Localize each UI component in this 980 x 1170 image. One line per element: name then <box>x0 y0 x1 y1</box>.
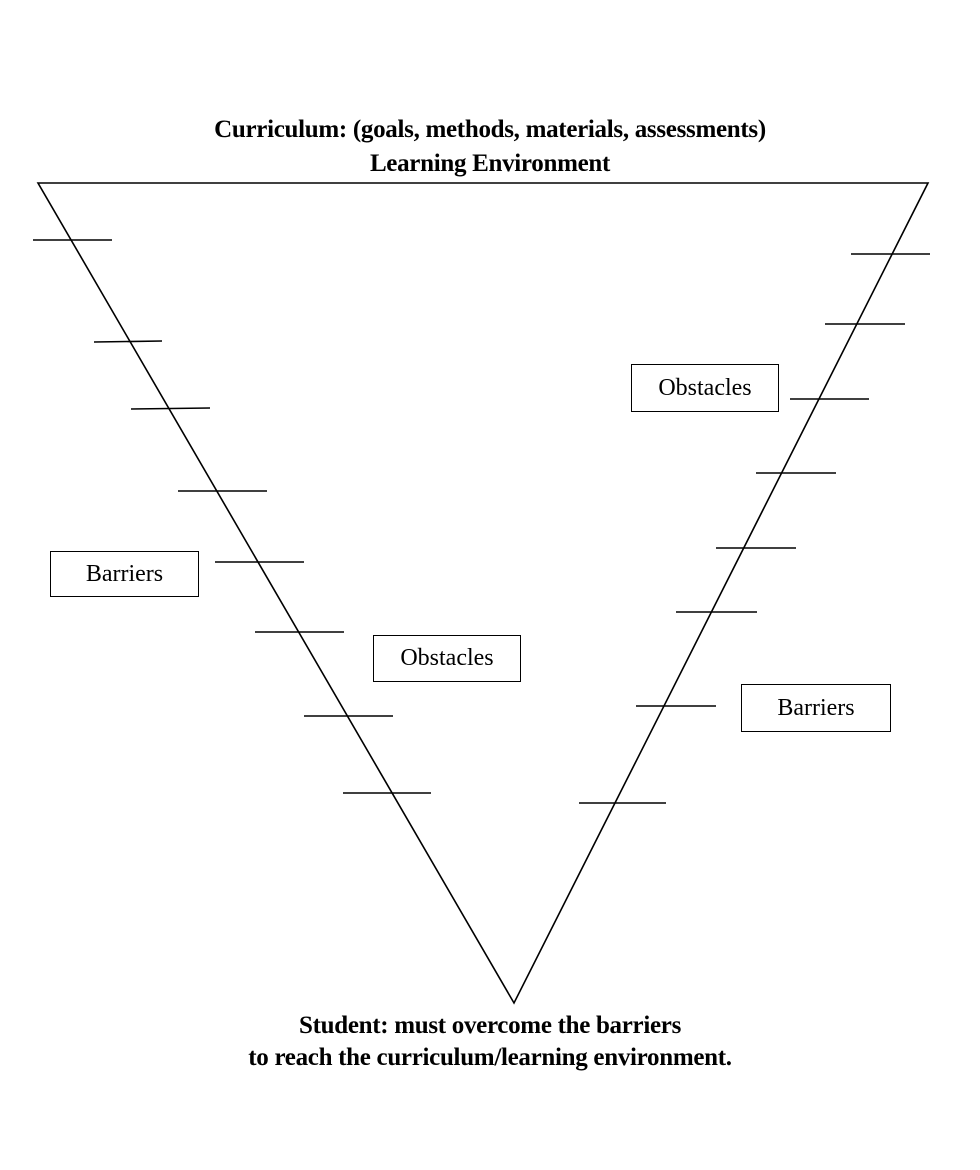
curriculum-title: Curriculum: (goals, methods, materials, … <box>214 116 766 143</box>
barriers-label-left: Barriers <box>50 551 199 597</box>
obstacles-label-center: Obstacles <box>373 635 521 682</box>
student-caption-line2: to reach the curriculum/learning environ… <box>248 1044 732 1071</box>
barriers-label-lower-right: Barriers <box>741 684 891 732</box>
student-caption-line1: Student: must overcome the barriers <box>298 1012 682 1039</box>
right-barrier-ticks <box>579 253 930 804</box>
learning-environment-title: Learning Environment <box>369 150 611 177</box>
obstacles-label-upper-right: Obstacles <box>631 364 779 412</box>
left-barrier-ticks <box>33 239 431 794</box>
inverted-triangle <box>36 182 930 1005</box>
